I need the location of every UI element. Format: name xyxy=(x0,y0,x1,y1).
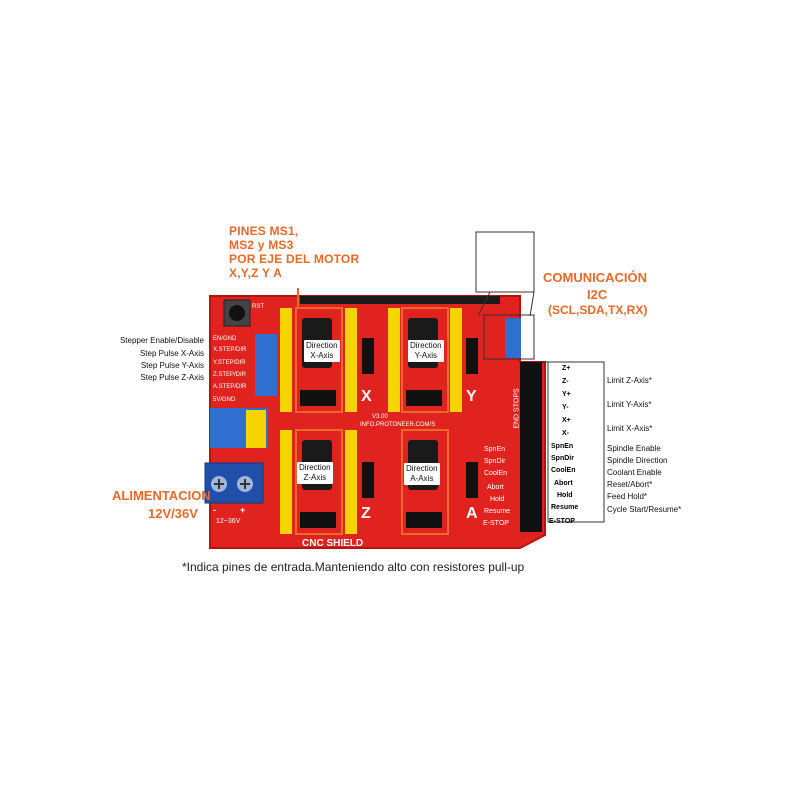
driver-label-x-line1: Direction xyxy=(306,341,338,350)
board-side-spndir: SpnDir xyxy=(484,458,506,465)
right-label-limit-y: Limit Y-Axis* xyxy=(607,400,652,409)
left-label-step-z: Step Pulse Z-Axis xyxy=(140,373,204,382)
comm-title: COMUNICACIÓN xyxy=(543,270,647,285)
pin-table-x-minus: X- xyxy=(562,430,569,437)
board-side-coolen: CoolEn xyxy=(484,470,507,477)
pin-table-z-plus: Z+ xyxy=(562,365,571,372)
board-side-estop: E-STOP xyxy=(483,520,509,527)
ms-pins-line3: POR EJE DEL MOTOR xyxy=(229,252,360,266)
comm-subtitle: I2C xyxy=(587,287,608,302)
header-label-y: Y.STEP/DIR xyxy=(213,360,246,366)
right-label-limit-z: Limit Z-Axis* xyxy=(607,376,652,385)
terminal-minus: - xyxy=(213,505,216,515)
pin-table-abort: Abort xyxy=(554,480,573,487)
driver-label-y-line1: Direction xyxy=(410,341,442,350)
endstops-label: END STOPS xyxy=(513,388,521,429)
right-label-spindle-direction: Spindle Direction xyxy=(607,456,668,465)
driver-label-a-line1: Direction xyxy=(406,464,438,473)
board-side-hold: Hold xyxy=(490,496,505,503)
power-title: ALIMENTACION xyxy=(112,488,211,503)
driver-label-a: Direction A-Axis xyxy=(404,463,440,485)
left-pin-header xyxy=(255,334,277,396)
pin-table-y-plus: Y+ xyxy=(562,391,571,398)
terminal-range: 12~36V xyxy=(216,518,241,525)
pin-table-z-minus: Z- xyxy=(562,378,569,385)
ms-pins-annotation: PINES MS1, MS2 y MS3 POR EJE DEL MOTOR X… xyxy=(229,224,359,280)
pin-table-spndir: SpnDir xyxy=(551,455,574,462)
footnote: *Indica pines de entrada.Manteniendo alt… xyxy=(182,560,525,574)
right-label-limit-x: Limit X-Axis* xyxy=(607,424,653,433)
board-side-resume: Resume xyxy=(484,508,511,515)
driver-label-z-line1: Direction xyxy=(299,463,331,472)
i2c-header xyxy=(505,318,521,358)
driver-label-a-line2: A-Axis xyxy=(410,474,434,483)
pin-table-spnen: SpnEn xyxy=(551,443,574,450)
driver-label-x: Direction X-Axis xyxy=(304,340,340,362)
driver-label-x-line2: X-Axis xyxy=(310,351,334,360)
version-label: V3.00 xyxy=(372,414,388,420)
axis-letter-y: Y xyxy=(466,388,477,405)
axis-letter-z: Z xyxy=(361,505,371,522)
axis-letter-a: A xyxy=(466,505,478,522)
right-label-reset-abort: Reset/Abort* xyxy=(607,480,653,489)
driver-socket-x xyxy=(295,307,343,413)
power-voltage: 12V/36V xyxy=(148,506,198,521)
pin-table xyxy=(547,361,605,523)
left-label-step-y: Step Pulse Y-Axis xyxy=(140,361,204,370)
driver-label-y-line2: Y-Axis xyxy=(414,351,437,360)
left-label-enable: Stepper Enable/Disable xyxy=(119,336,204,345)
top-pin-header xyxy=(300,296,500,304)
right-label-cycle-start: Cycle Start/Resume* xyxy=(607,505,682,514)
ms-pins-line2: MS2 y MS3 xyxy=(229,238,294,252)
driver-socket-a xyxy=(401,429,449,535)
right-label-coolant-enable: Coolant Enable xyxy=(607,468,662,477)
terminal-plus: + xyxy=(240,505,246,515)
board-title: CNC SHIELD xyxy=(302,538,364,549)
pin-table-hold: Hold xyxy=(557,492,573,499)
pin-table-coolen: CoolEn xyxy=(551,467,576,474)
ms-pins-line1: PINES MS1, xyxy=(229,224,299,238)
driver-socket-y xyxy=(401,307,449,413)
pin-table-y-minus: Y- xyxy=(562,404,569,411)
header-label-x: X.STEP/DIR xyxy=(213,347,247,353)
right-label-spindle-enable: Spindle Enable xyxy=(607,444,661,453)
board-side-spnen: SpnEn xyxy=(484,446,506,453)
ms-pins-line4: X,Y,Z Y A xyxy=(229,266,282,280)
driver-label-y: Direction Y-Axis xyxy=(408,340,444,362)
driver-label-z: Direction Z-Axis xyxy=(297,462,333,484)
left-label-step-x: Step Pulse X-Axis xyxy=(139,349,204,358)
pin-table-estop: E-STOP xyxy=(549,518,575,525)
header-label-en-gnd: EN/GND xyxy=(213,336,237,342)
pin-table-x-plus: X+ xyxy=(562,417,571,424)
header-label-a: A.STEP/DIR xyxy=(213,384,247,390)
board-side-abort: Abort xyxy=(487,484,504,491)
pin-table-resume: Resume xyxy=(551,504,579,511)
url-label: INFO.PROTONEER.COM/S xyxy=(360,422,436,428)
right-label-feed-hold: Feed Hold* xyxy=(607,492,648,501)
driver-label-z-line2: Z-Axis xyxy=(303,473,327,482)
header-label-z: Z.STEP/DIR xyxy=(213,372,247,378)
comm-pins: (SCL,SDA,TX,RX) xyxy=(548,303,648,317)
endstop-header xyxy=(520,362,542,532)
i2c-inset xyxy=(475,231,535,293)
header-label-5v: 5V/GND xyxy=(213,397,236,403)
driver-socket-z xyxy=(295,429,343,535)
axis-letter-x: X xyxy=(361,388,372,405)
reset-label: RST xyxy=(252,304,264,310)
